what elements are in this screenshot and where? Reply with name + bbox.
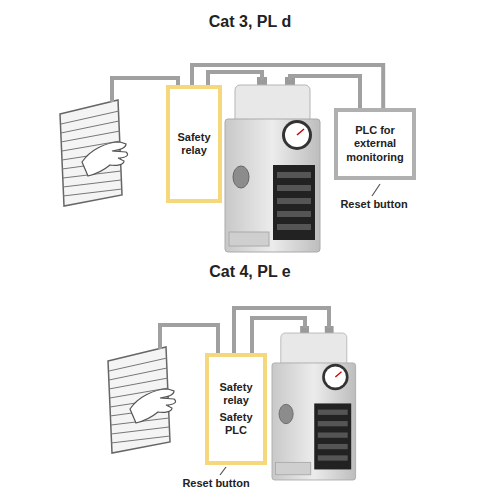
box-text: Safety PLC (212, 411, 260, 437)
section-heading: Cat 4, PL e (150, 262, 350, 281)
safety-relay-box: Safety relay (166, 85, 222, 203)
plc-box: PLC for external monitoring (334, 108, 416, 180)
box-text: PLC for external monitoring (341, 124, 409, 164)
safety-relay-plc-box: Safety relaySafety PLC (205, 353, 267, 465)
reset-label: Reset button (328, 198, 420, 211)
box-text: Safety relay (173, 131, 215, 157)
reset-label: Reset button (170, 477, 262, 490)
box-text: Safety relay (212, 381, 260, 407)
section-heading: Cat 3, PL d (150, 12, 350, 31)
